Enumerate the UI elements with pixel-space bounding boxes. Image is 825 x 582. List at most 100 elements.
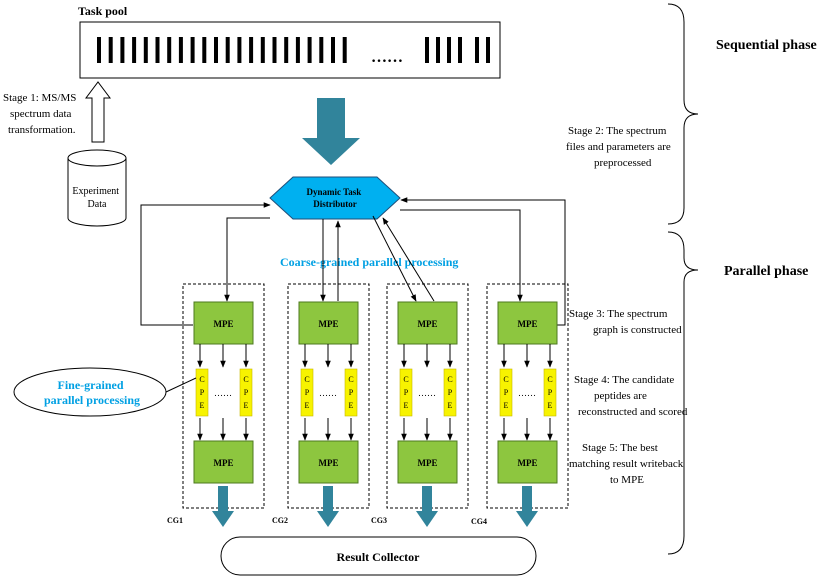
- mpe-bottom-label: MPE: [418, 458, 438, 468]
- cpe-ellipsis: ……: [319, 388, 337, 398]
- svg-text:E: E: [448, 401, 453, 410]
- cpe-ellipsis: ……: [214, 388, 232, 398]
- svg-text:C: C: [348, 375, 353, 384]
- mpe-top: [497, 301, 558, 345]
- stage1-text: Stage 1: MS/MS spectrum data transformat…: [3, 92, 79, 136]
- stage2-text: Stage 2: The spectrum files and paramete…: [566, 125, 674, 169]
- task-bar: [120, 37, 125, 63]
- svg-text:C: C: [447, 375, 452, 384]
- cpe-ellipsis: ……: [418, 388, 436, 398]
- svg-text:E: E: [504, 401, 509, 410]
- svg-text:P: P: [448, 388, 453, 397]
- task-pool-ellipsis: ……: [371, 49, 403, 66]
- svg-text:P: P: [305, 388, 310, 397]
- svg-text:E: E: [404, 401, 409, 410]
- mpe-bottom: [193, 440, 254, 484]
- svg-text:E: E: [200, 401, 205, 410]
- task-bar: [155, 37, 160, 63]
- cpe-unit: [399, 368, 413, 417]
- task-bar: [225, 37, 230, 63]
- cpe-unit: [300, 368, 314, 417]
- svg-text:E: E: [548, 401, 553, 410]
- task-bar: [272, 37, 277, 63]
- task-bar: [486, 37, 490, 63]
- task-bar: [202, 37, 207, 63]
- mpe-bottom: [397, 440, 458, 484]
- cpe-unit: [344, 368, 358, 417]
- result-collector: [220, 536, 537, 576]
- task-bar: [295, 37, 300, 63]
- group-label: CG1: [167, 516, 183, 525]
- svg-text:C: C: [199, 375, 204, 384]
- sequential-phase-label: Sequential phase: [716, 38, 817, 53]
- parallel-phase-brace: [667, 231, 699, 555]
- svg-text:P: P: [349, 388, 354, 397]
- group-label: CG3: [371, 516, 387, 525]
- mpe-bottom: [497, 440, 558, 484]
- task-bar: [108, 37, 113, 63]
- cpe-unit: [195, 368, 209, 417]
- group-label: CG2: [272, 516, 288, 525]
- mpe-bottom: [298, 440, 359, 484]
- task-bar: [475, 37, 479, 63]
- task-bar: [97, 37, 101, 63]
- svg-text:E: E: [349, 401, 354, 410]
- task-bar: [307, 37, 312, 63]
- big-down-arrow: [302, 98, 360, 165]
- group-label: CG4: [471, 517, 487, 526]
- task-bar: [190, 37, 195, 63]
- mpe-bottom-label: MPE: [214, 458, 234, 468]
- task-bar: [143, 37, 148, 63]
- fine-grained-label: Fine-grained parallel processing: [44, 378, 140, 407]
- task-bar: [342, 37, 347, 63]
- compute-groups: MPEMPECPECPE……CG1MPEMPECPECPE……CG2MPEMPE…: [167, 283, 569, 527]
- coarse-grained-label: Coarse-grained parallel processing: [280, 255, 458, 269]
- task-bar: [167, 37, 172, 63]
- task-bar: [331, 37, 335, 63]
- cpe-ellipsis: ……: [518, 388, 536, 398]
- output-arrow: [516, 486, 538, 527]
- task-bar: [284, 37, 289, 63]
- svg-text:P: P: [244, 388, 249, 397]
- stage3-text: Stage 3: The spectrum graph is construct…: [569, 308, 682, 336]
- task-bar: [447, 37, 451, 63]
- svg-text:E: E: [305, 401, 310, 410]
- svg-text:C: C: [403, 375, 408, 384]
- task-bar: [214, 37, 218, 63]
- task-bar: [237, 37, 242, 63]
- task-pool-label: Task pool: [78, 4, 128, 18]
- mpe-top-label: MPE: [214, 319, 234, 329]
- cpe-unit: [239, 368, 253, 417]
- cpe-unit: [543, 368, 557, 417]
- parallel-phase-label: Parallel phase: [724, 264, 808, 279]
- stage4-text: Stage 4: The candidate peptides are reco…: [574, 374, 688, 418]
- task-bar: [178, 37, 183, 63]
- task-bar: [458, 37, 462, 63]
- task-bar: [425, 37, 429, 63]
- output-arrow: [317, 486, 339, 527]
- svg-text:P: P: [504, 388, 509, 397]
- task-bar: [319, 37, 324, 63]
- mpe-bottom-label: MPE: [319, 458, 339, 468]
- svg-text:P: P: [404, 388, 409, 397]
- experiment-data-cylinder: Experiment Data: [67, 149, 127, 227]
- task-bar: [249, 37, 254, 63]
- svg-text:E: E: [244, 401, 249, 410]
- dynamic-task-distributor: [269, 176, 401, 220]
- mpe-top-label: MPE: [319, 319, 339, 329]
- fine-grained-ellipse: [13, 367, 167, 417]
- distributor-connections: [140, 197, 566, 326]
- task-bar: [436, 37, 440, 63]
- stage1-up-arrow: [85, 81, 111, 143]
- distributor-label: Dynamic Task Distributor: [306, 187, 363, 209]
- svg-text:C: C: [243, 375, 248, 384]
- sequential-phase-brace: [667, 3, 699, 225]
- svg-text:C: C: [503, 375, 508, 384]
- output-arrow: [212, 486, 234, 527]
- mpe-bottom-label: MPE: [518, 458, 538, 468]
- mpe-top: [193, 301, 254, 345]
